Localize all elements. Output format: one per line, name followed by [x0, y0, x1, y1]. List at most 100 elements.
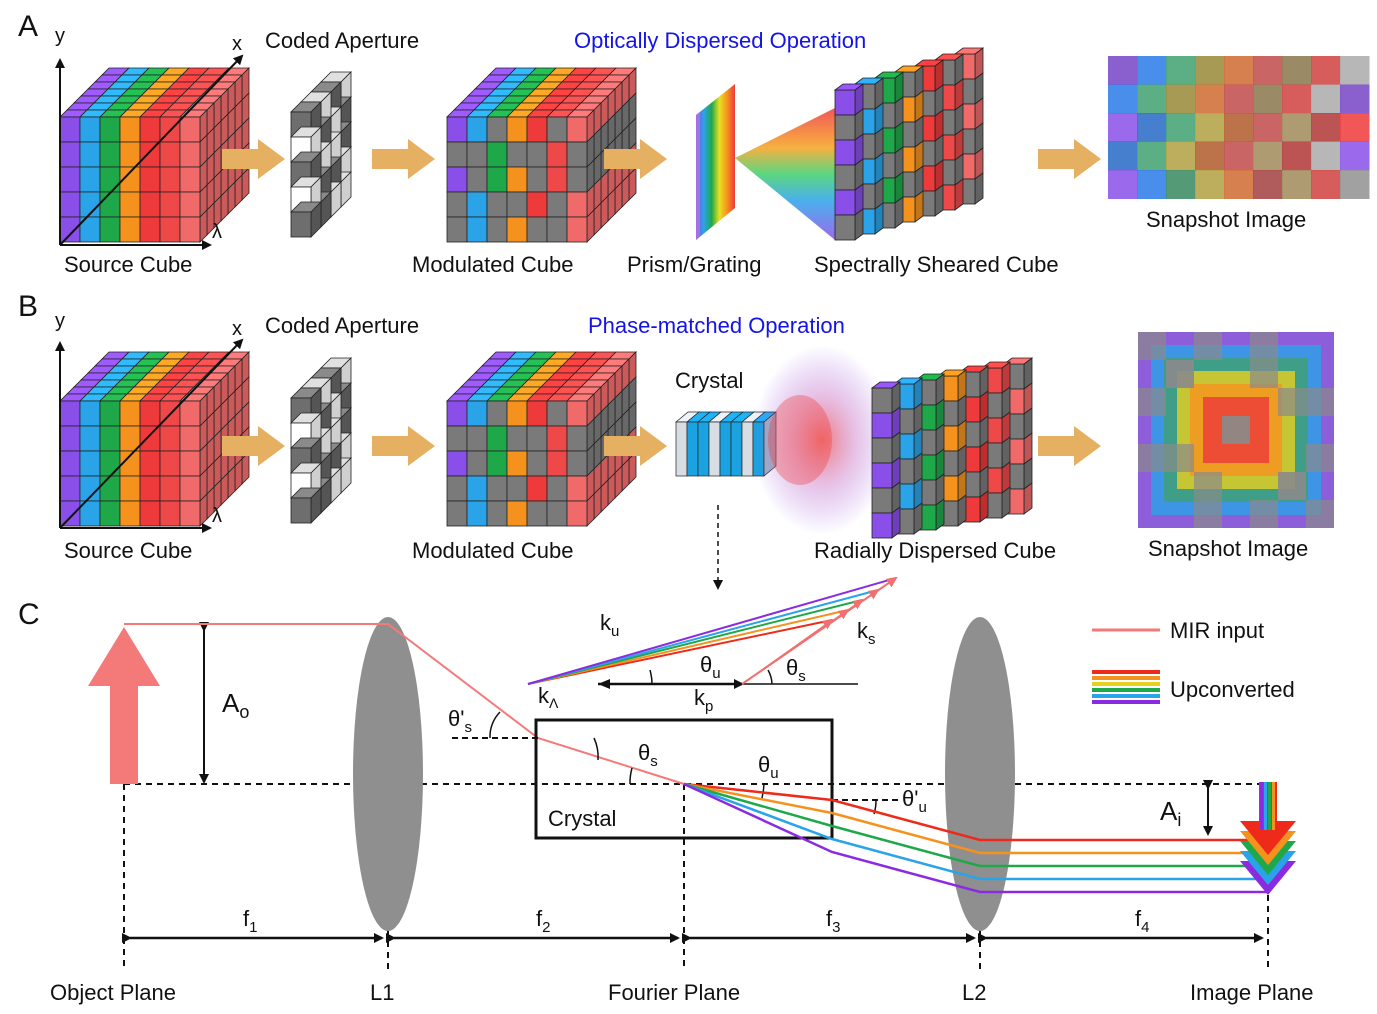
cube-front-cell	[566, 425, 588, 452]
f1-label: f1	[243, 906, 257, 936]
cube-front-cell	[59, 216, 81, 243]
cube-front-cell	[566, 400, 588, 427]
radial-cube-label: Radially Dispersed Cube	[814, 538, 1056, 563]
snapshot-a-tile	[1311, 84, 1341, 114]
flow-arrows-b	[222, 426, 1101, 466]
cube-front-cell	[159, 475, 181, 502]
shear-cell	[834, 139, 856, 166]
cube-front-cell	[506, 425, 528, 452]
snapshot-a-tile	[1108, 56, 1138, 85]
shear-side	[974, 172, 984, 205]
snapshot-a-tile	[1253, 56, 1283, 85]
shear-cell	[834, 89, 856, 116]
upconverted-ray	[683, 782, 1268, 842]
cube-front-cell	[139, 191, 161, 218]
snapshot-a-tile	[1253, 170, 1283, 199]
cube-front-cell	[59, 500, 81, 527]
coded-aperture-a	[290, 71, 352, 238]
cube-front-cell	[446, 216, 468, 243]
radial-cell	[871, 512, 893, 539]
snapshot-a-tile	[1195, 84, 1225, 114]
cube-front-cell	[179, 500, 201, 527]
snapshot-b-mask	[1306, 388, 1334, 416]
shear-side	[854, 208, 864, 241]
cube-front-cell	[486, 450, 508, 477]
snapshot-b-mask	[1194, 332, 1222, 360]
snapshot-b-mask	[1278, 472, 1306, 500]
cube-front-cell	[546, 141, 568, 168]
cube-front-cell	[139, 216, 161, 243]
cube-front-cell	[159, 166, 181, 193]
shear-top	[853, 77, 885, 85]
ku-label: ku	[600, 610, 619, 640]
cube-front-cell	[546, 500, 568, 527]
shear-side	[934, 184, 944, 217]
cube-front-cell	[159, 450, 181, 477]
cube-front-cell	[139, 116, 161, 143]
ku-vector	[527, 609, 849, 685]
cube-front-cell	[526, 191, 548, 218]
modulated-cube-b	[446, 351, 637, 527]
snapshot-a-tile	[1108, 113, 1138, 142]
cube-front-cell	[119, 400, 141, 427]
snapshot-a-tile	[1253, 84, 1283, 114]
cube-front-cell	[566, 216, 588, 243]
snapshot-image-b	[1138, 332, 1334, 528]
theta-u-prime-label: θ'u	[902, 786, 927, 816]
shear-top	[833, 83, 865, 91]
image-arrow-stripe	[1268, 782, 1271, 830]
lens-l1	[353, 617, 423, 931]
cube-front-cell	[446, 116, 468, 143]
cube-front-cell	[446, 400, 468, 427]
legend-up-label: Upconverted	[1170, 677, 1295, 702]
theta-s-prime-arc	[489, 711, 501, 739]
flow-arrows-a	[222, 139, 1101, 179]
theta-s-label-c: θs	[638, 740, 658, 770]
cube-front-cell	[119, 116, 141, 143]
radial-cell	[871, 387, 893, 414]
cube-front-cell	[526, 216, 548, 243]
cube-front-cell	[119, 191, 141, 218]
cube-front-cell	[566, 500, 588, 527]
ai-label: Ai	[1160, 796, 1181, 830]
kp-label: kp	[694, 685, 713, 715]
crystal-slab	[697, 421, 710, 477]
axes-b	[55, 338, 244, 533]
sheared-cube-label: Spectrally Sheared Cube	[814, 252, 1059, 277]
snapshot-a-tile	[1224, 113, 1254, 142]
shear-cell	[834, 164, 856, 191]
flow-arrow-a1	[222, 139, 285, 179]
cube-front-cell	[139, 500, 161, 527]
cube-front-cell	[446, 191, 468, 218]
snapshot-a-tile	[1311, 56, 1341, 85]
cube-front-cell	[466, 475, 488, 502]
image-plane-label: Image Plane	[1190, 980, 1314, 1005]
shear-side	[894, 196, 904, 229]
snapshot-a-tile	[1282, 56, 1312, 85]
ku-vector	[527, 577, 897, 685]
wavevector-diagram	[598, 669, 858, 689]
prism-label: Prism/Grating	[627, 252, 761, 277]
f2-label: f2	[536, 906, 550, 936]
cube-front-cell	[506, 191, 528, 218]
axis-lambda-a: λ	[212, 221, 222, 243]
snapshot-a-tile	[1108, 141, 1138, 171]
snapshot-a-tile	[1195, 170, 1225, 199]
radial-side	[979, 490, 989, 523]
ks-vector-fan	[741, 576, 898, 685]
cube-front-cell	[99, 116, 121, 143]
shear-side	[954, 178, 964, 211]
cube-front-cell	[486, 191, 508, 218]
coded-aperture-b	[290, 357, 352, 524]
cube-front-cell	[119, 141, 141, 168]
upconverted-ray	[683, 782, 1268, 868]
cube-front-cell	[99, 166, 121, 193]
lens-l2	[945, 617, 1015, 931]
shear-cell	[834, 214, 856, 241]
cube-front-cell	[526, 116, 548, 143]
cube-front-cell	[159, 216, 181, 243]
image-arrow-stripe	[1264, 782, 1267, 830]
flow-arrow-b3	[604, 426, 667, 466]
cube-front-cell	[179, 425, 201, 452]
flow-arrow-b2	[372, 426, 435, 466]
